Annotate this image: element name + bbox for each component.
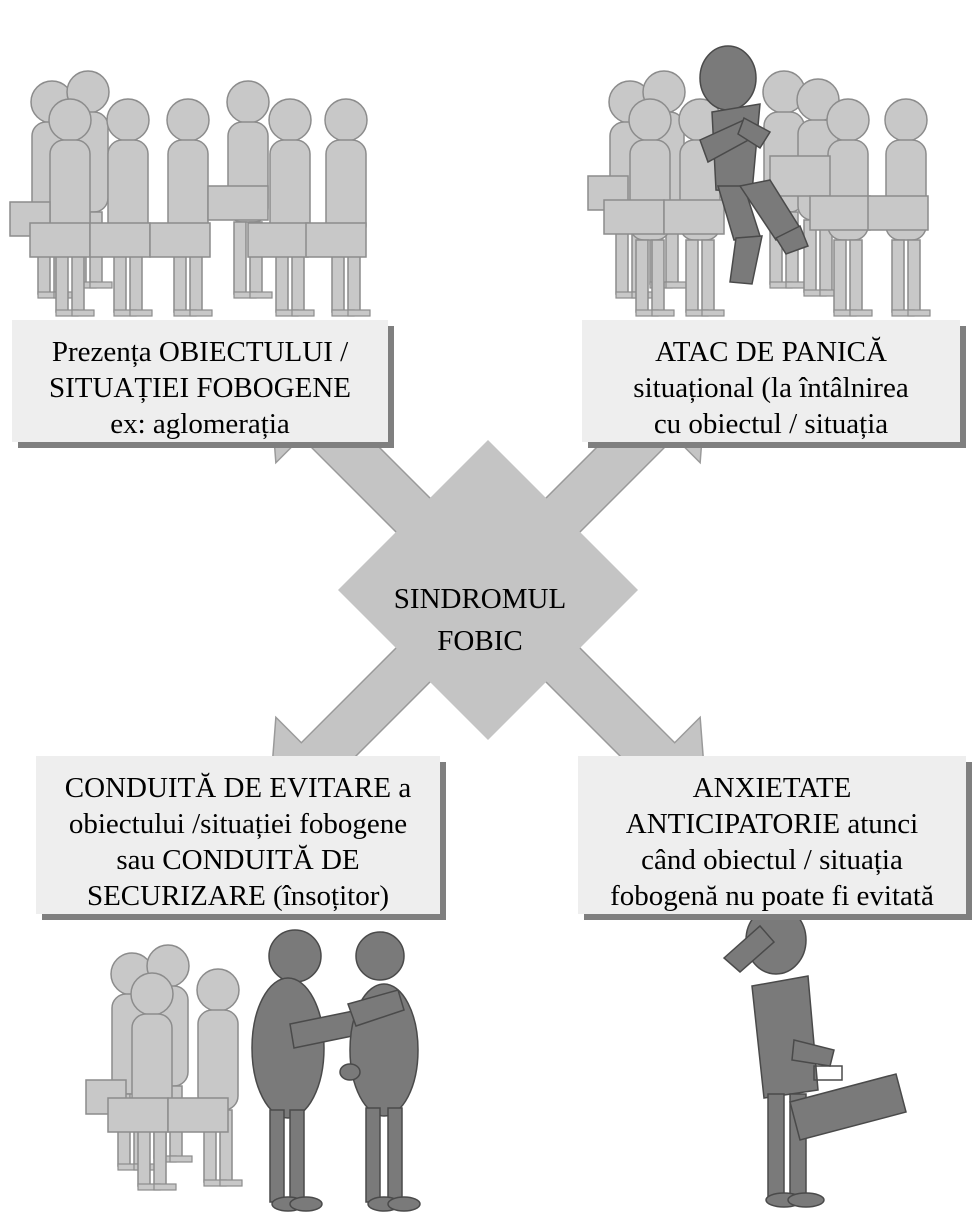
anxious-person-icon [722,905,907,1208]
panic-person-icon [587,45,931,317]
box-line: obiectului /situației fobogene [68,808,408,840]
four-way-arrow [225,327,751,853]
box-line: când obiectul / situația [641,844,903,876]
companion-icon [85,929,421,1212]
box-line: ANXIETATE [692,772,852,804]
box-line: ANTICIPATORIE atunci [625,808,919,840]
box-line: ex: aglomerația [110,408,290,440]
box-line: SITUAȚIEI FOBOGENE [48,372,352,404]
center-title-line2: FOBIC [437,625,523,657]
center-title: SINDROMUL FOBIC [370,578,590,662]
box-line: situațional (la întâlnirea [633,372,909,404]
box-line: ATAC DE PANICĂ [655,336,887,368]
box-panic-attack: ATAC DE PANICĂ situațional (la întâlnire… [582,320,960,442]
box-line: SECURIZARE (însoțitor) [86,880,390,912]
box-line: CONDUITĂ DE EVITARE a [64,772,412,804]
box-avoidance-behavior: CONDUITĂ DE EVITARE a obiectului /situaț… [36,756,440,914]
box-line: cu obiectul / situația [653,408,889,440]
box-phobic-object-presence: Prezența OBIECTULUI / SITUAȚIEI FOBOGENE… [12,320,388,442]
box-line: fobogenă nu poate fi evitată [610,880,934,912]
box-anticipatory-anxiety: ANXIETATE ANTICIPATORIE atunci când obie… [578,756,966,914]
box-line: sau CONDUITĂ DE [116,844,360,876]
crowd-icon [9,70,371,317]
box-line: Prezența OBIECTULUI / [51,336,349,368]
center-title-line1: SINDROMUL [393,583,567,615]
